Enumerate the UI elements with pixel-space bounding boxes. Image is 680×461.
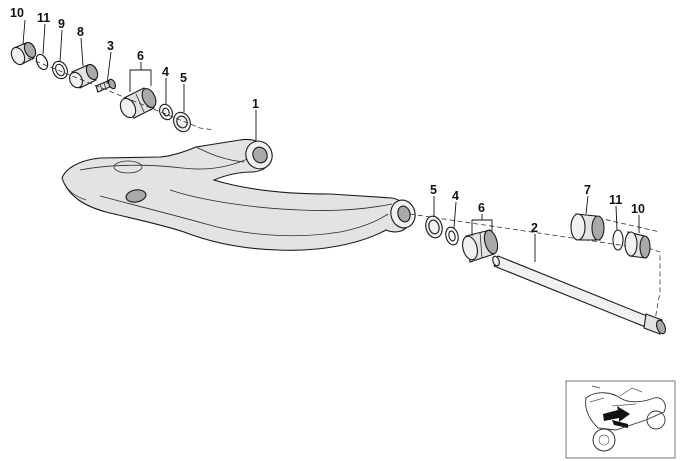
- cap-10-right: [624, 231, 651, 259]
- callout-4-left: 4: [162, 65, 169, 79]
- callout-8: 8: [77, 25, 84, 39]
- motorcycle-icon: [585, 385, 666, 452]
- ring-11-right: [612, 229, 624, 251]
- callout-4-right: 4: [452, 189, 459, 203]
- bushing-8: [69, 63, 99, 89]
- callout-1: 1: [252, 97, 259, 111]
- washer-4-right: [445, 226, 459, 246]
- callout-5-right: 5: [430, 183, 437, 197]
- cap-10-left: [10, 41, 37, 66]
- seal-5-left: [173, 111, 191, 133]
- callout-7: 7: [584, 183, 591, 197]
- bearing-6-left: [119, 87, 157, 119]
- bearing-6-right: [462, 229, 499, 263]
- locator-arrow-icon: [603, 406, 630, 428]
- left-assembly-axis: [27, 57, 215, 131]
- screw-3: [95, 78, 116, 93]
- callout-10-left: 10: [10, 6, 24, 20]
- leader-lines: [22, 19, 640, 262]
- bushing-7: [570, 213, 605, 241]
- callout-5-left: 5: [180, 71, 187, 85]
- callout-2: 2: [531, 221, 538, 235]
- callout-3: 3: [107, 39, 114, 53]
- callout-11-left: 11: [37, 11, 50, 25]
- circlip-9: [52, 60, 68, 80]
- swing-arm: [61, 138, 416, 251]
- right-assembly-axis: [409, 213, 661, 321]
- callout-6-right: 6: [478, 201, 485, 215]
- shaft-2: [492, 255, 667, 335]
- seal-5-right: [425, 215, 443, 239]
- washer-4-left: [159, 103, 173, 121]
- callout-11-right: 11: [609, 193, 622, 207]
- callout-10-right: 10: [631, 202, 645, 216]
- right-fastener-group: [409, 213, 667, 335]
- locator-thumbnail: [565, 380, 676, 459]
- callout-9: 9: [58, 17, 65, 31]
- ring-11-left: [35, 53, 49, 71]
- callout-numbers: 10 11 9 8 3 6 4 5 1 5 4 6 2 7 11 10: [10, 6, 645, 235]
- left-fastener-group: [10, 41, 215, 133]
- callout-6-left: 6: [137, 49, 144, 63]
